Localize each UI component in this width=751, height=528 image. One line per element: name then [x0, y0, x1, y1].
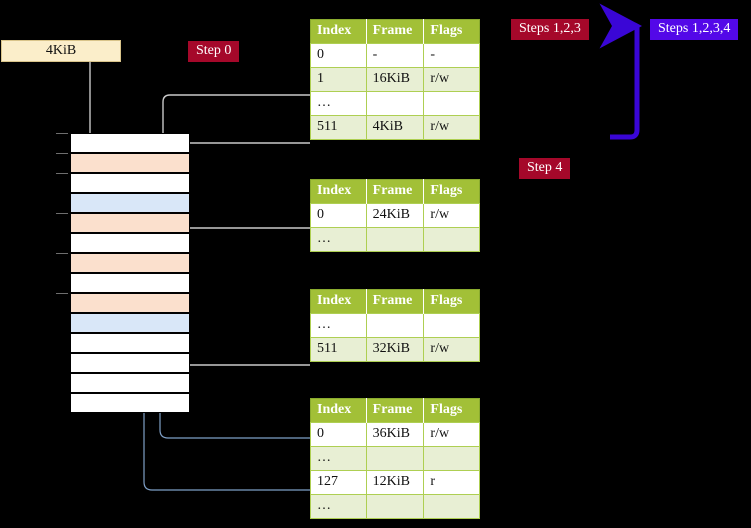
- steps-1234-badge: Steps 1,2,3,4: [650, 19, 739, 40]
- column-header-flags: Flags: [423, 19, 480, 43]
- flags-cell: [423, 90, 480, 117]
- index-cell: 127: [310, 469, 367, 496]
- page-table-row: 0--: [310, 42, 480, 68]
- column-header-frame: Frame: [366, 398, 425, 422]
- column-header-flags: Flags: [423, 398, 480, 422]
- column-header-frame: Frame: [366, 19, 425, 43]
- memory-size-label: 4KiB: [45, 43, 77, 58]
- memory-size-box: 4KiB: [1, 40, 121, 62]
- flags-cell: r/w: [423, 66, 480, 92]
- flags-cell: r/w: [423, 336, 480, 362]
- memory-tick-mark: [56, 293, 68, 294]
- memory-frame-row: [70, 393, 190, 413]
- page-table-row: …: [310, 494, 480, 520]
- steps-123-badge: Steps 1,2,3: [511, 19, 589, 40]
- index-cell: …: [310, 494, 367, 520]
- index-cell: …: [310, 226, 367, 252]
- memory-frame-row: [70, 213, 190, 233]
- column-header-flags: Flags: [423, 289, 480, 313]
- column-header-index: Index: [310, 19, 367, 43]
- flags-cell: [423, 226, 480, 252]
- frame-cell: [365, 445, 425, 471]
- physical-memory-column: [56, 133, 190, 416]
- index-cell: 0: [310, 42, 367, 68]
- step-4-badge: Step 4: [519, 158, 571, 179]
- index-cell: 1: [310, 66, 367, 92]
- frame-cell: 36KiB: [365, 421, 425, 447]
- memory-frame-row: [70, 193, 190, 213]
- frame-cell: -: [365, 42, 425, 68]
- index-cell: 511: [310, 115, 367, 141]
- wire-t3-row511-to-memory: [168, 309, 310, 366]
- memory-frame-row: [70, 333, 190, 353]
- memory-tick-mark: [56, 213, 68, 214]
- memory-frame-row: [70, 233, 190, 253]
- memory-tick-mark: [56, 253, 68, 254]
- memory-frame-row: [70, 153, 190, 173]
- index-cell: …: [310, 312, 367, 338]
- flags-cell: r/w: [423, 421, 480, 447]
- memory-frame-row: [70, 373, 190, 393]
- frame-cell: 16KiB: [365, 66, 425, 92]
- memory-frame-row: [70, 173, 190, 193]
- memory-tick-mark: [56, 133, 68, 134]
- index-cell: …: [310, 445, 367, 471]
- column-header-index: Index: [310, 289, 367, 313]
- memory-frame-row: [70, 253, 190, 273]
- flags-cell: -: [423, 42, 480, 68]
- frame-cell: [365, 90, 425, 117]
- frame-cell: 32KiB: [365, 336, 425, 362]
- column-header-frame: Frame: [366, 289, 425, 313]
- index-cell: …: [310, 90, 367, 117]
- column-header-index: Index: [310, 398, 367, 422]
- flags-cell: r/w: [423, 115, 480, 141]
- page-table-row: …: [310, 226, 480, 252]
- memory-frame-row: [70, 293, 190, 313]
- flags-cell: [423, 312, 480, 338]
- memory-tick-mark: [56, 153, 68, 154]
- frame-cell: [365, 226, 425, 252]
- page-table-row: …: [310, 90, 480, 117]
- column-header-flags: Flags: [423, 179, 480, 203]
- memory-frame-row: [70, 353, 190, 373]
- index-cell: 0: [310, 421, 367, 447]
- frame-cell: 12KiB: [365, 469, 425, 496]
- memory-frame-row: [70, 273, 190, 293]
- flags-cell: [423, 445, 480, 471]
- flags-cell: r/w: [423, 202, 480, 228]
- memory-tick-mark: [56, 173, 68, 174]
- memory-frame-row: [70, 313, 190, 333]
- frame-cell: [365, 312, 425, 338]
- frame-cell: 4KiB: [365, 115, 425, 141]
- step-0-badge: Step 0: [188, 41, 240, 62]
- frame-cell: [365, 494, 425, 520]
- flags-cell: r: [423, 469, 480, 496]
- wire-t1-row511-to-memory: [176, 142, 310, 221]
- column-header-frame: Frame: [366, 179, 425, 203]
- steps-bracket-arrow: [599, 3, 642, 140]
- column-header-index: Index: [310, 179, 367, 203]
- page-table-row: …: [310, 312, 480, 338]
- flags-cell: [423, 494, 480, 520]
- index-cell: 511: [310, 336, 367, 362]
- wire-t2-row0-to-memory: [176, 227, 310, 274]
- page-table-row: …: [310, 445, 480, 471]
- memory-frame-row: [70, 133, 190, 153]
- index-cell: 0: [310, 202, 367, 228]
- frame-cell: 24KiB: [365, 202, 425, 228]
